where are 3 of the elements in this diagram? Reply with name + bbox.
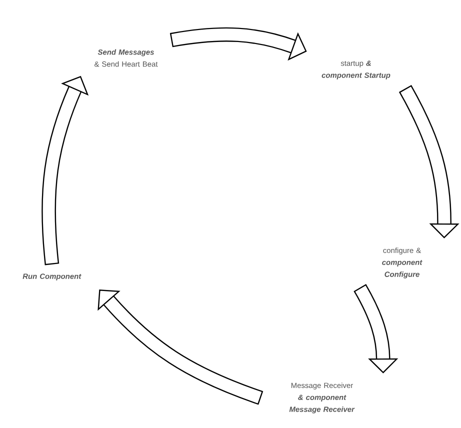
block-arrow bbox=[98, 290, 264, 405]
block-arrow bbox=[354, 284, 398, 374]
block-arrow bbox=[398, 84, 460, 238]
